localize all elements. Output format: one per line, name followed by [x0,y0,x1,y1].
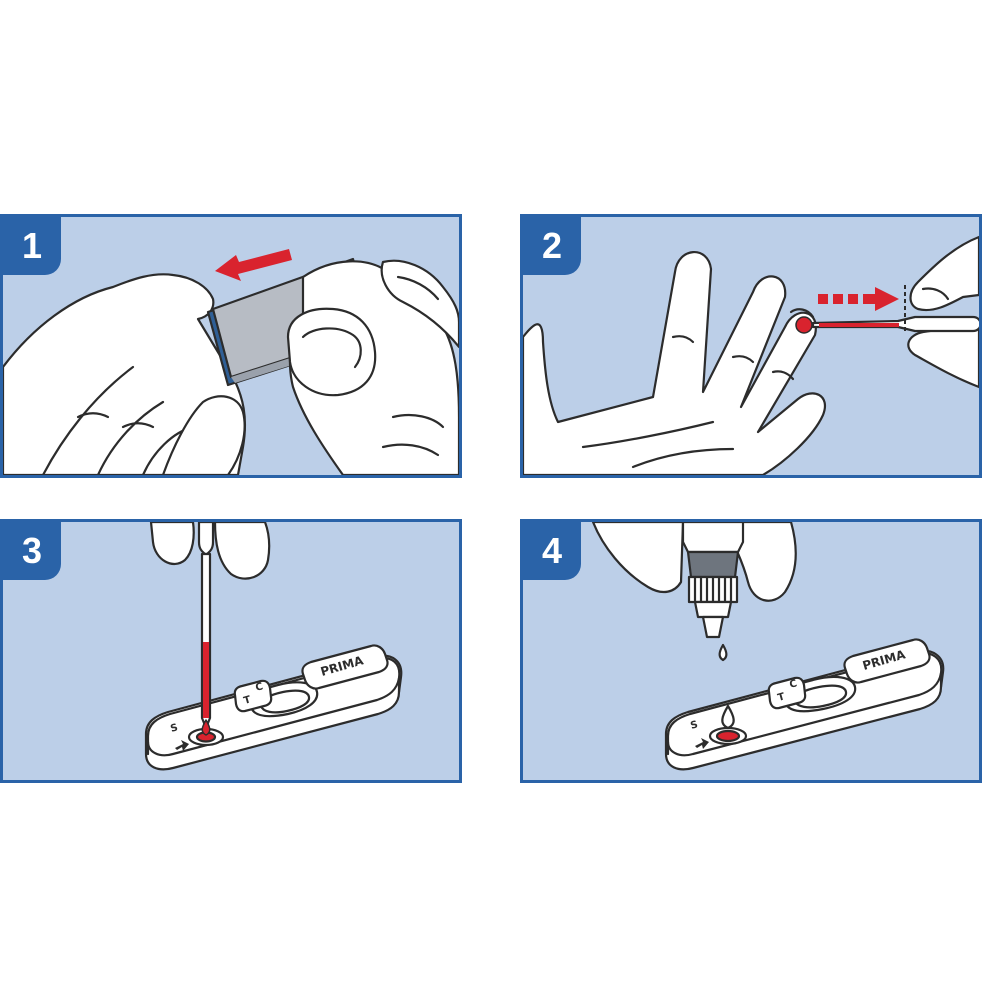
cassette-t-label: T [243,694,253,707]
step-4-number: 4 [541,530,563,571]
step-3-illustration: PRIMA C T S [144,522,403,771]
cassette-t-label: T [777,691,787,704]
step-2-number: 2 [541,225,563,266]
step-1-illustration [3,249,459,475]
buffer-drop-icon [721,704,735,730]
buffer-bottle-icon [681,522,745,554]
right-finger-icon [213,522,271,580]
pull-direction-arrow [215,249,292,281]
test-cassette-icon [664,638,945,771]
left-finger-icon [149,522,195,566]
step-1-number: 1 [21,225,43,266]
blood-drop-icon [795,316,813,334]
right-finger-icon [380,259,459,349]
holding-thumb-icon [907,325,979,389]
step-3-number: 3 [21,530,43,571]
cassette-c-label: C [254,681,264,694]
left-thumb-icon [161,395,246,475]
pipette-bulb-icon [197,522,215,556]
open-palm-icon [523,251,826,475]
brand-plate [843,638,931,684]
brand-plate [301,644,389,690]
cassette-s-label: S [689,719,699,732]
holding-hand-icon [909,235,979,312]
step-1-badge: 1 [3,217,61,275]
step-4-panel: 4 [520,519,982,783]
test-cassette-icon [144,644,403,771]
blood-drop-icon [201,719,211,736]
step-2-badge: 2 [523,217,581,275]
cassette-c-label: C [788,678,798,691]
step-4-illustration: PRIMA C T S [591,522,945,771]
cassette-arrow-icon [175,740,189,751]
left-finger-icon [591,522,685,594]
step-2-panel: 2 [520,214,982,478]
step-1-panel: 1 [0,214,462,478]
step-2-illustration [523,235,979,475]
step-3-panel: 3 [0,519,462,783]
step-3-badge: 3 [3,522,61,580]
step-4-badge: 4 [523,522,581,580]
cassette-s-label: S [169,722,179,735]
fill-direction-arrow [818,287,899,311]
buffer-drop-icon [718,643,728,662]
cassette-arrow-icon [695,738,709,749]
right-thumb-icon [286,307,377,397]
